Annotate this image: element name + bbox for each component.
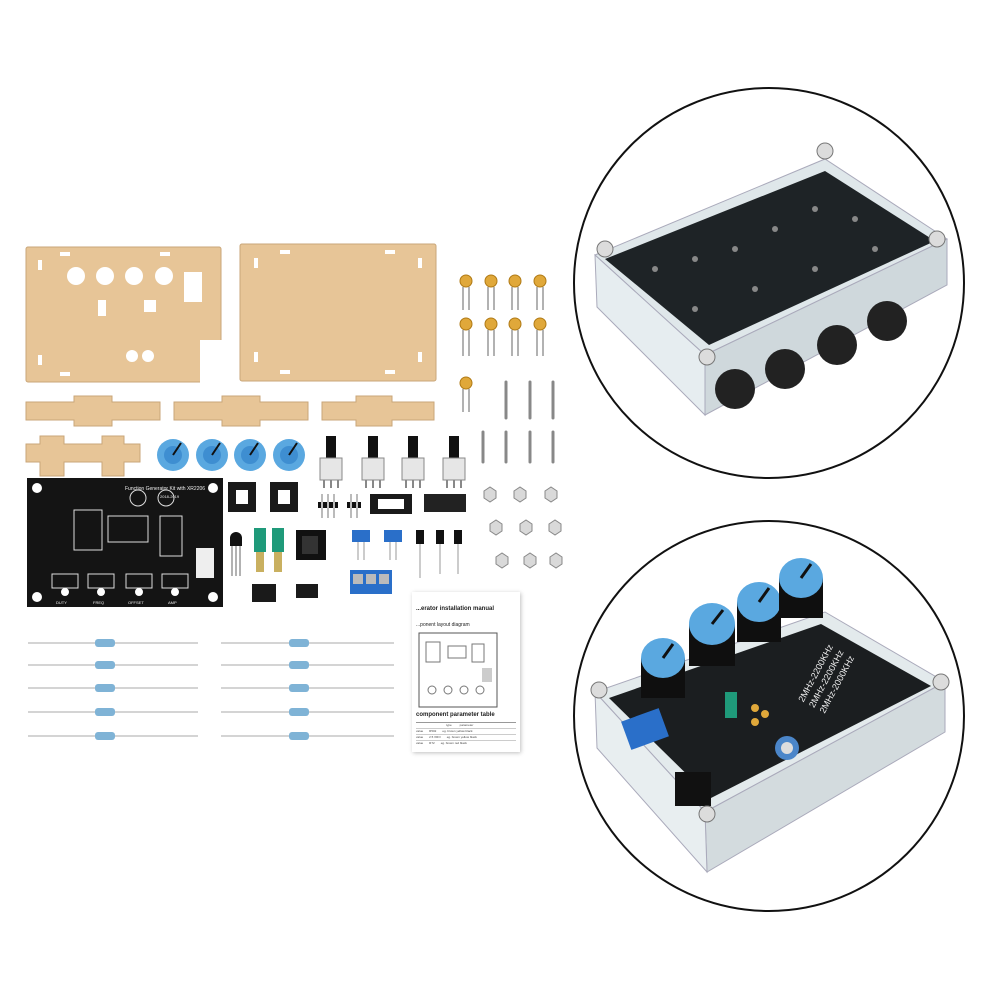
acrylic-bottom-panel xyxy=(239,243,437,382)
manual-layout-diagram xyxy=(418,632,498,708)
acrylic-top-panel xyxy=(25,246,222,383)
assembled-case-knob-view: 2MHz-2200KHz 2MHz-2200KHz 2MHz-2000KHz xyxy=(573,520,965,912)
case-top-drawing xyxy=(594,142,949,417)
pcb-label-offset: OFFSET xyxy=(128,600,144,605)
kit-parts-layout: Function Generator Kit with XR2206 2018-… xyxy=(25,243,563,740)
case-knob-drawing: 2MHz-2200KHz 2MHz-2200KHz 2MHz-2000KHz xyxy=(590,558,950,874)
knob-4 xyxy=(273,439,305,471)
installation-manual: ...erator installation manual ...ponent … xyxy=(412,592,520,752)
ic-sockets xyxy=(228,482,466,514)
manual-heading: ...erator installation manual xyxy=(416,606,495,612)
resistors xyxy=(28,642,394,737)
pcb-label-freq: FREQ xyxy=(93,600,104,605)
nuts xyxy=(483,486,563,569)
pcb-silkscreen-title: Function Generator Kit with XR2206 xyxy=(125,486,205,492)
manual-layout-caption: ...ponent layout diagram xyxy=(416,622,470,628)
potentiometers xyxy=(319,436,466,488)
small-components xyxy=(230,528,462,602)
pcb-label-amp: AMP xyxy=(168,600,177,605)
kit-parts-drawing: Function Generator Kit with XR2206 2018-… xyxy=(25,243,563,740)
pin-headers xyxy=(318,494,361,518)
blue-knobs xyxy=(157,439,305,471)
resistor-bodies xyxy=(95,639,309,740)
case-knob-4 xyxy=(779,558,823,618)
knob-3 xyxy=(234,439,266,471)
case-knob-2 xyxy=(689,603,735,666)
knob-2 xyxy=(196,439,228,471)
pcb-date: 2018-2019 xyxy=(160,494,180,499)
knob-1 xyxy=(157,439,189,471)
manual-table-caption: component parameter table xyxy=(416,712,495,718)
case-knob-3 xyxy=(737,582,781,642)
screws xyxy=(481,380,555,464)
ceramic-capacitors xyxy=(459,274,547,390)
acrylic-side-strips xyxy=(25,395,435,477)
case-knob-1 xyxy=(641,638,685,698)
pcb-board: Function Generator Kit with XR2206 2018-… xyxy=(27,478,223,607)
pcb-label-duty: DUTY xyxy=(56,600,67,605)
assembled-case-top-view xyxy=(573,87,965,479)
